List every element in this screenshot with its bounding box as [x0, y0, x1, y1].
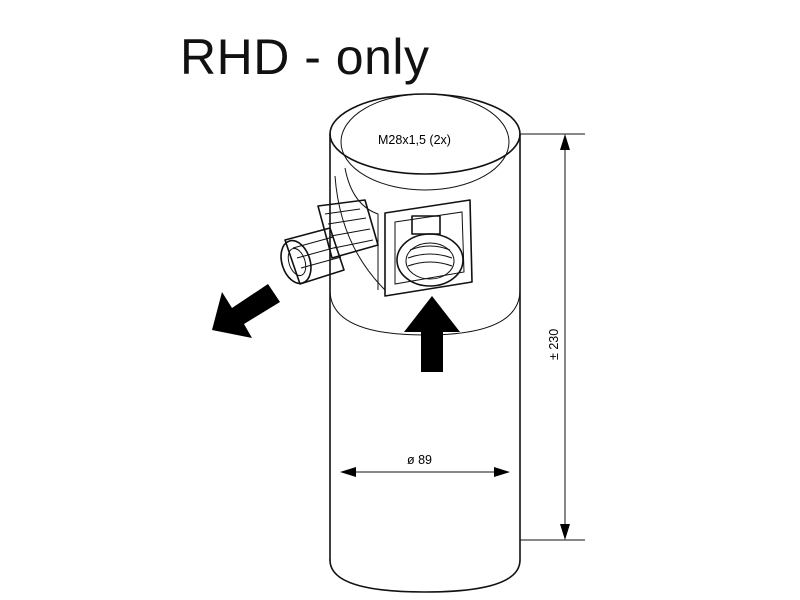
height-dimension: ± 230: [520, 133, 585, 541]
height-label: ± 230: [547, 329, 561, 360]
inlet-flow-arrow: [404, 296, 460, 372]
diameter-label: ø 89: [407, 453, 432, 467]
side-recess: [334, 167, 386, 291]
inlet-port: [384, 199, 473, 297]
outlet-flow-arrow: [212, 284, 280, 338]
thread-label: M28x1,5 (2x): [378, 133, 451, 147]
diameter-dimension: ø 89: [340, 453, 510, 477]
diagram-title: RHD - only: [180, 29, 430, 85]
cylinder-top: M28x1,5 (2x): [329, 93, 521, 191]
outlet-fitting: [280, 199, 379, 285]
